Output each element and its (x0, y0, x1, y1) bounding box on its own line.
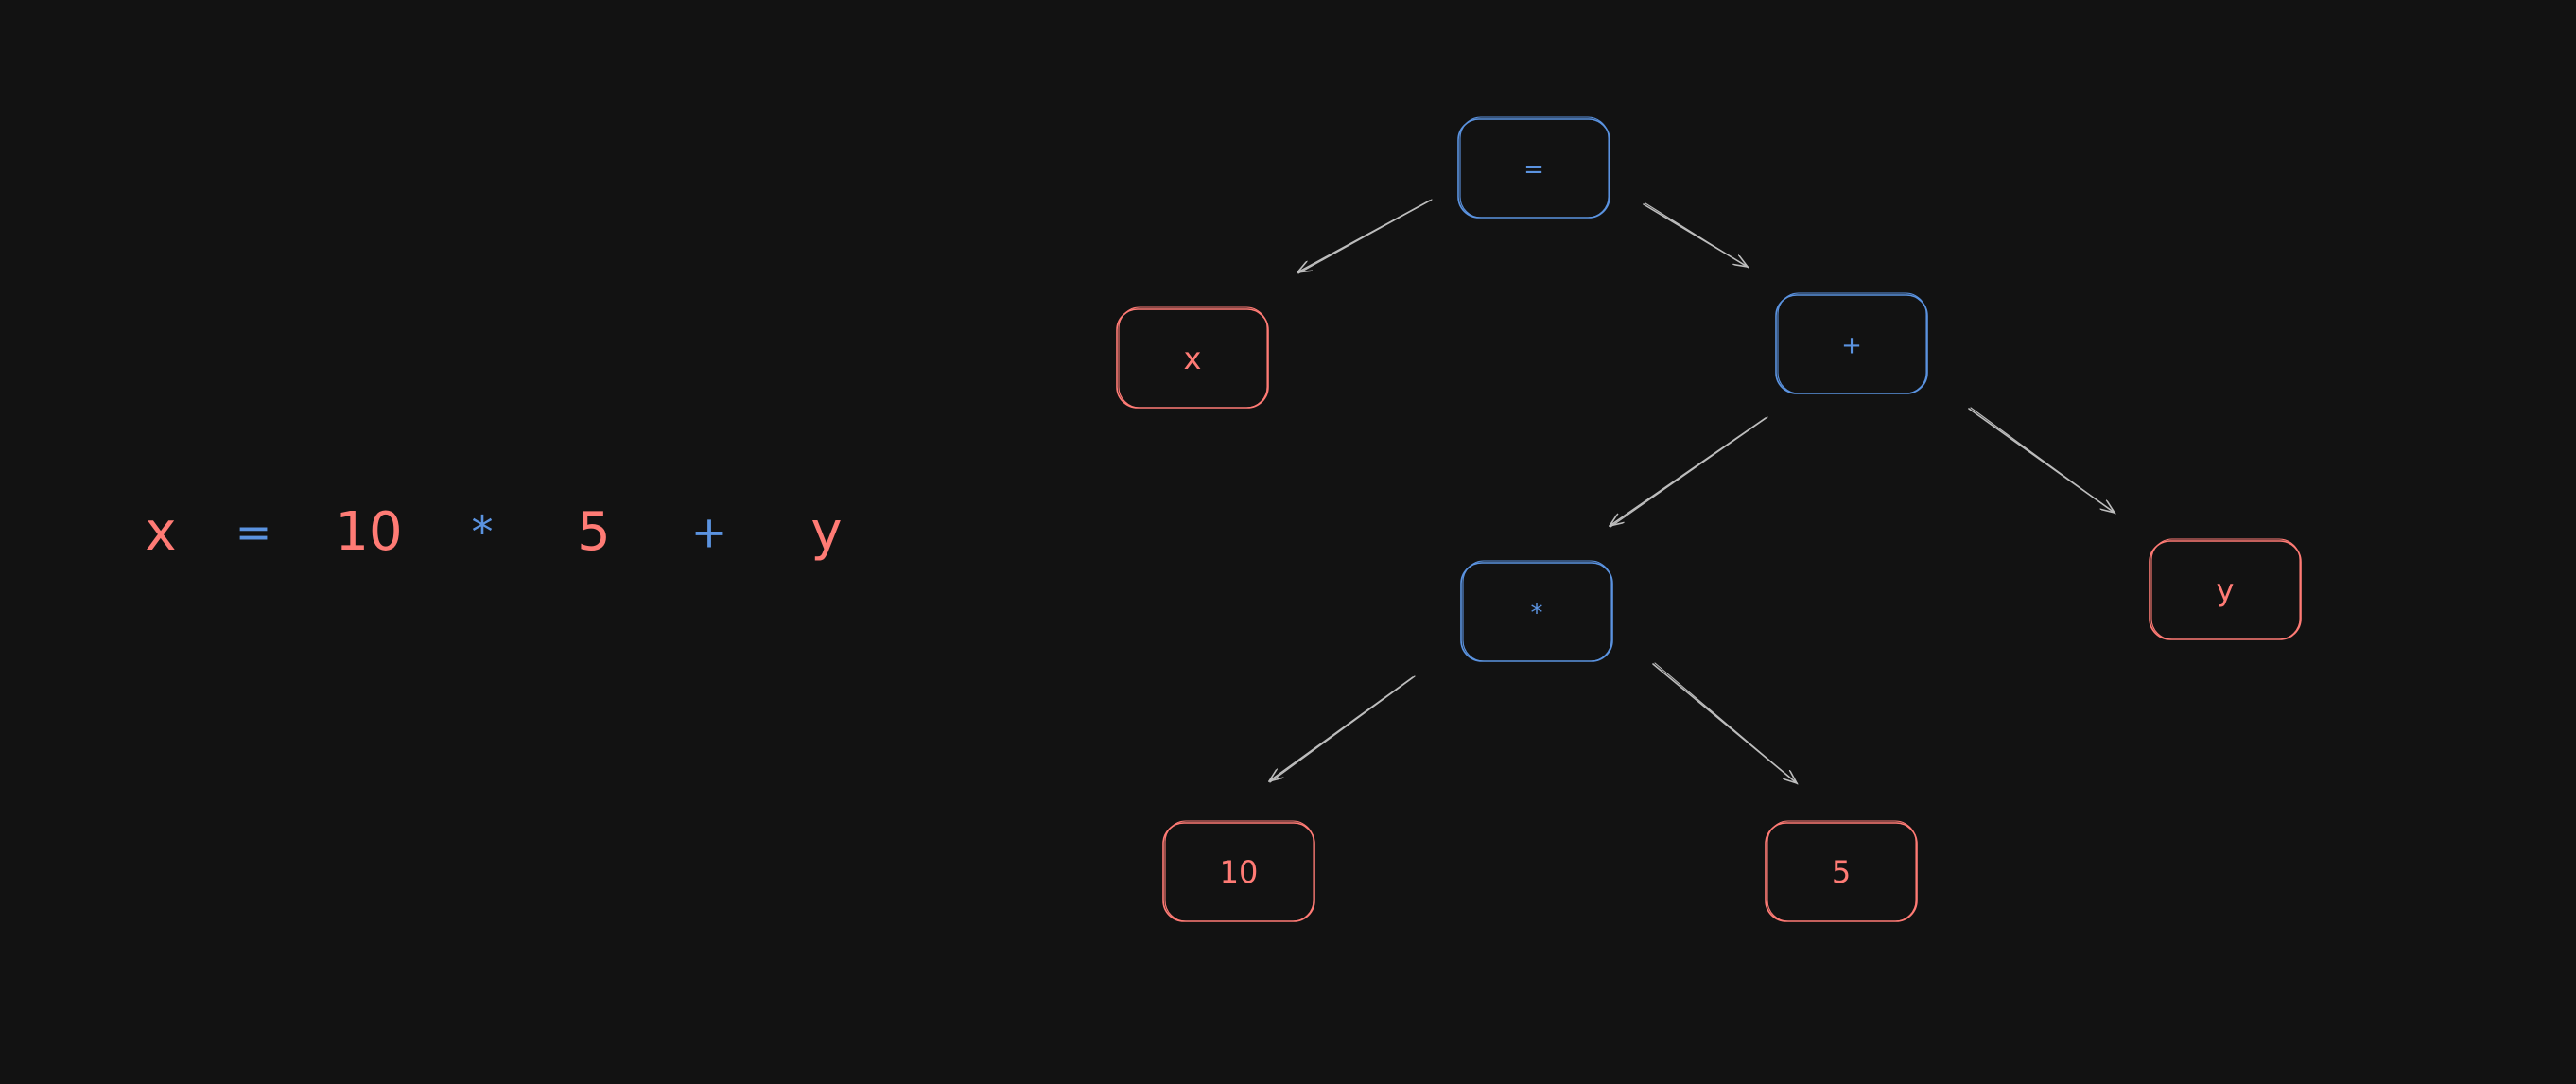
tree-node-box-sketch (1767, 820, 1917, 922)
tree-node-box-sketch (1777, 292, 1927, 394)
tree-node-label: y (2217, 572, 2235, 608)
tree-node-plus: + (1775, 292, 1928, 394)
expression-token-4: 5 (577, 501, 611, 563)
tree-node-assign: = (1457, 116, 1610, 219)
tree-node-label: * (1531, 600, 1543, 628)
tree-node-box-sketch (1459, 116, 1610, 219)
edge-plus-to-y-sketch (1970, 407, 2116, 515)
tree-node-ten: 10 (1162, 820, 1315, 922)
edge-mult-to-ten-sketch (1269, 675, 1416, 783)
tree-node-x: x (1116, 306, 1269, 409)
expression-token-2: 10 (335, 501, 402, 563)
tree-node-box-sketch (2150, 538, 2301, 640)
tree-node-box-sketch (1462, 560, 1612, 662)
edge-assign-to-x-sketch (1297, 199, 1433, 274)
tree-edges (1269, 199, 2116, 785)
tree-node-mult: * (1460, 560, 1613, 662)
tree-node-y: y (2149, 538, 2302, 640)
edge-plus-to-mult-sketch (1610, 416, 1768, 528)
tree-node-box-sketch (1118, 306, 1268, 409)
tree-node-label: x (1184, 341, 1202, 376)
expression-token-6: y (810, 501, 842, 563)
edge-assign-to-plus-sketch (1645, 202, 1749, 269)
tree-node-label: 10 (1220, 854, 1259, 890)
expression-token-3: * (472, 507, 494, 558)
expression-token-1: = (235, 507, 272, 558)
tree-node-label: = (1523, 156, 1544, 184)
tree-node-label: + (1841, 332, 1862, 360)
expression-token-5: + (691, 507, 728, 558)
tree-nodes: = x + * y 10 5 (1116, 116, 2302, 922)
tree-node-label: 5 (1832, 854, 1851, 890)
edge-mult-to-five-sketch (1654, 662, 1799, 785)
expression-line: x = 10 * 5 + y (145, 501, 842, 563)
expression-token-0: x (145, 501, 176, 563)
tree-node-five: 5 (1765, 820, 1918, 922)
tree-node-box-sketch (1164, 820, 1314, 922)
